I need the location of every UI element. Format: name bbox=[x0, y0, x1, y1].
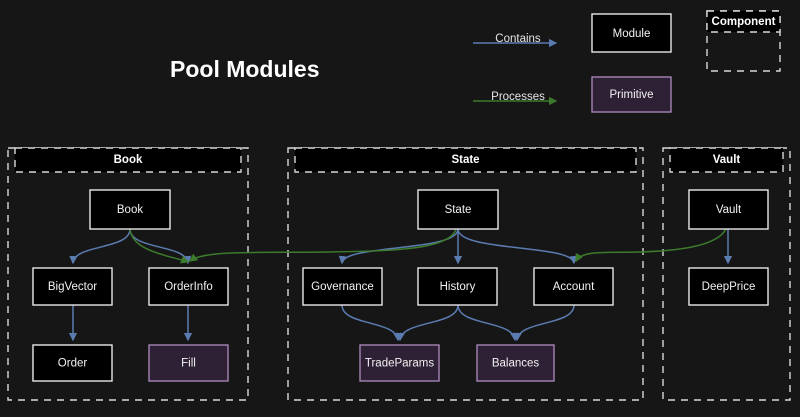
node-label-vault: Vault bbox=[716, 204, 742, 216]
node-deepprice[interactable]: DeepPrice bbox=[688, 267, 769, 306]
edge-contains-book-to-bigvector bbox=[69, 228, 131, 265]
edge-contains-history-to-balances bbox=[457, 304, 519, 342]
node-label-tradeparams: TradeParams bbox=[365, 358, 434, 370]
node-box-orderinfo[interactable] bbox=[148, 267, 229, 306]
node-fill[interactable]: Fill bbox=[148, 344, 229, 382]
group-header-book bbox=[14, 147, 242, 173]
group-title-state: State bbox=[451, 154, 479, 166]
legend-module-swatch: Module bbox=[591, 13, 672, 53]
node-box-balances[interactable] bbox=[476, 344, 555, 382]
legend-processes-label: Processes bbox=[491, 91, 545, 103]
node-box-deepprice[interactable] bbox=[688, 267, 769, 306]
legend-component-header bbox=[706, 10, 781, 33]
node-order[interactable]: Order bbox=[32, 344, 113, 382]
edge-contains-account-to-balances bbox=[513, 304, 575, 342]
group-state: State bbox=[287, 147, 644, 401]
node-box-state[interactable] bbox=[417, 189, 499, 230]
legend-contains: Contains bbox=[473, 33, 558, 48]
group-title-book: Book bbox=[114, 154, 143, 166]
node-state[interactable]: State bbox=[417, 189, 499, 230]
node-label-order: Order bbox=[58, 358, 88, 370]
legend-primitive-box bbox=[591, 76, 672, 113]
node-vault[interactable]: Vault bbox=[688, 189, 769, 230]
node-governance[interactable]: Governance bbox=[302, 267, 383, 306]
node-account[interactable]: Account bbox=[533, 267, 614, 306]
node-label-state: State bbox=[445, 204, 472, 216]
edge-processes-book-to-orderinfo bbox=[129, 228, 190, 264]
node-box-vault[interactable] bbox=[688, 189, 769, 230]
node-label-bigvector: BigVector bbox=[48, 281, 97, 293]
node-label-fill: Fill bbox=[181, 358, 196, 370]
legend-processes: Processes bbox=[473, 91, 558, 106]
node-bigvector[interactable]: BigVector bbox=[32, 267, 113, 306]
node-box-book[interactable] bbox=[89, 189, 171, 230]
edge-contains-state-to-governance bbox=[338, 228, 459, 265]
group-book: Book bbox=[7, 147, 249, 401]
node-book[interactable]: Book bbox=[89, 189, 171, 230]
group-header-vault bbox=[669, 147, 784, 173]
node-label-book: Book bbox=[117, 204, 143, 216]
edge-contains-history-to-tradeparams bbox=[396, 304, 459, 342]
edge-processes-vault-to-account bbox=[575, 228, 727, 263]
node-orderinfo[interactable]: OrderInfo bbox=[148, 267, 229, 306]
legend-component-box bbox=[706, 10, 781, 72]
node-box-fill[interactable] bbox=[148, 344, 229, 382]
group-header-state bbox=[294, 147, 637, 173]
node-label-balances: Balances bbox=[492, 358, 540, 370]
page-title: Pool Modules bbox=[170, 56, 320, 82]
node-balances[interactable]: Balances bbox=[476, 344, 555, 382]
legend-module-label: Module bbox=[613, 28, 651, 40]
node-box-tradeparams[interactable] bbox=[359, 344, 440, 382]
node-label-governance: Governance bbox=[311, 281, 374, 293]
edge-contains-state-to-account bbox=[457, 228, 578, 265]
edge-processes-state-to-orderinfo bbox=[189, 228, 457, 262]
node-label-orderinfo: OrderInfo bbox=[164, 281, 213, 293]
node-tradeparams[interactable]: TradeParams bbox=[359, 344, 440, 382]
node-box-bigvector[interactable] bbox=[32, 267, 113, 306]
edges bbox=[68, 228, 733, 342]
node-label-history: History bbox=[440, 281, 476, 293]
legend-module-box bbox=[591, 13, 672, 53]
node-history[interactable]: History bbox=[417, 267, 498, 306]
legend-primitive-swatch: Primitive bbox=[591, 76, 672, 113]
legend-component-swatch: Component bbox=[706, 10, 781, 72]
legend-contains-label: Contains bbox=[495, 33, 541, 45]
legend-primitive-label: Primitive bbox=[609, 89, 653, 101]
group-vault: Vault bbox=[662, 147, 791, 401]
node-box-governance[interactable] bbox=[302, 267, 383, 306]
edge-contains-book-to-orderinfo bbox=[129, 228, 192, 265]
node-box-order[interactable] bbox=[32, 344, 113, 382]
node-label-deepprice: DeepPrice bbox=[702, 281, 756, 293]
group-boundary-state bbox=[287, 147, 644, 401]
node-box-account[interactable] bbox=[533, 267, 614, 306]
node-box-history[interactable] bbox=[417, 267, 498, 306]
legend-component-label: Component bbox=[712, 16, 776, 28]
node-label-account: Account bbox=[553, 281, 595, 293]
group-boundary-vault bbox=[662, 147, 791, 401]
group-title-vault: Vault bbox=[713, 154, 741, 166]
edge-contains-governance-to-tradeparams bbox=[341, 304, 402, 342]
